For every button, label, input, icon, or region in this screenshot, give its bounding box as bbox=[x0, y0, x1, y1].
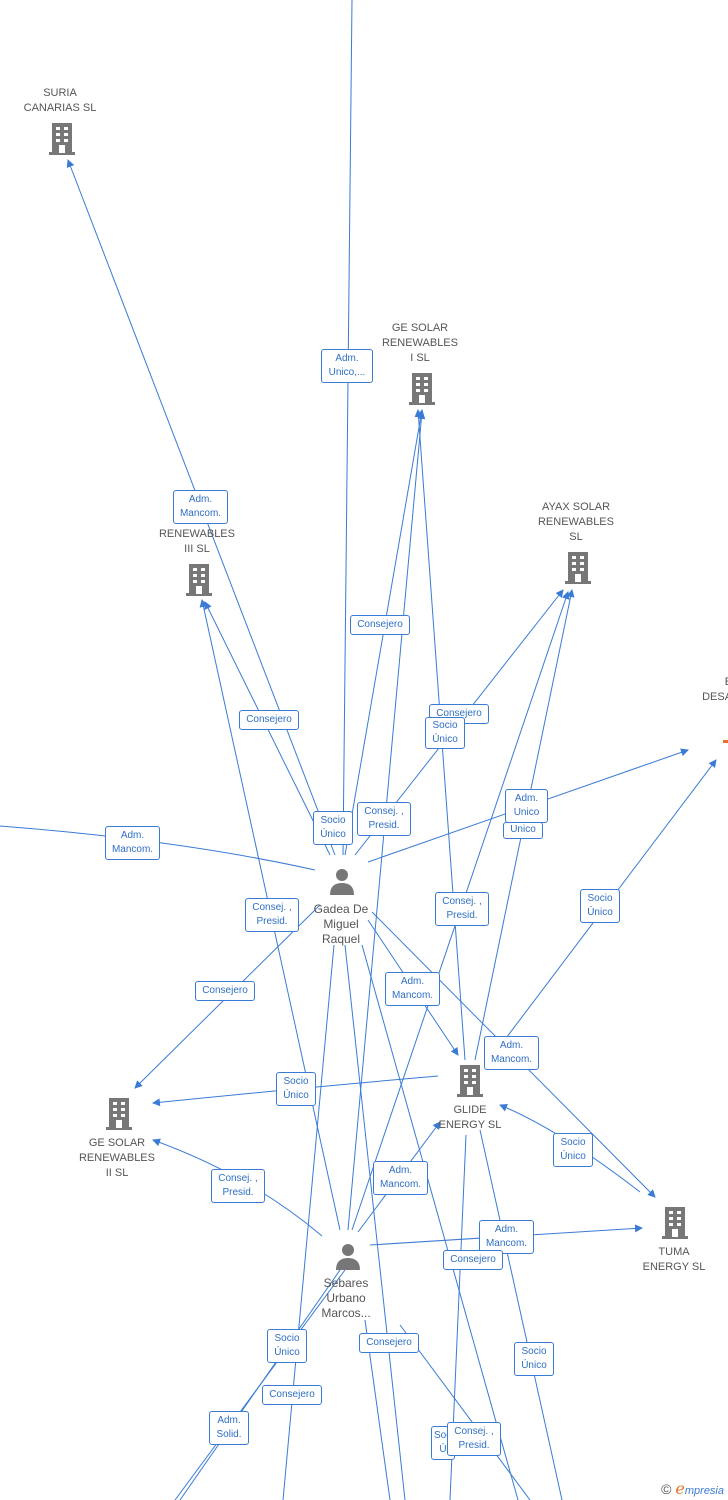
relation-label[interactable]: Consej. , Presid. bbox=[245, 898, 299, 932]
relation-label[interactable]: Adm. Mancom. bbox=[385, 972, 440, 1006]
company-label: SURIA CANARIAS SL bbox=[23, 87, 97, 114]
person-icon bbox=[330, 869, 354, 895]
relation-label[interactable]: Socio Único bbox=[553, 1133, 593, 1167]
relation-label[interactable]: Consejero bbox=[239, 710, 299, 730]
edge bbox=[479, 1129, 563, 1500]
building-icon bbox=[106, 1098, 132, 1130]
brand-initial: e bbox=[675, 1479, 685, 1498]
person-label: Sebares Urbano Marcos... bbox=[321, 1276, 371, 1320]
relation-label[interactable]: Socio Único bbox=[514, 1342, 554, 1376]
relation-label[interactable]: Socio Único bbox=[580, 889, 620, 923]
edge bbox=[282, 944, 335, 1500]
building-icon bbox=[457, 1065, 483, 1097]
company-label: GLIDE ENERGY SL bbox=[438, 1104, 502, 1131]
building-icon bbox=[409, 373, 435, 405]
relation-label[interactable]: Consej. , Presid. bbox=[447, 1422, 501, 1456]
person-icon bbox=[336, 1244, 360, 1270]
relation-label[interactable]: Consejero bbox=[443, 1250, 503, 1270]
company-label: AYAX SOLAR RENEWABLES SL bbox=[537, 501, 614, 543]
relation-label[interactable]: Adm. Mancom. bbox=[105, 826, 160, 860]
company-label: TUMA ENERGY SL bbox=[642, 1246, 706, 1273]
relation-label[interactable]: Consejero bbox=[350, 615, 410, 635]
relation-label[interactable]: Adm. Mancom. bbox=[373, 1161, 428, 1195]
relation-label[interactable]: Consejero bbox=[359, 1333, 419, 1353]
relation-label[interactable]: Adm. Mancom. bbox=[479, 1220, 534, 1254]
footer-brand: ©empresia bbox=[661, 1479, 724, 1498]
relation-label[interactable]: Consejero bbox=[262, 1385, 322, 1405]
company-label: GE SOLAR RENEWABLES II SL bbox=[78, 1137, 155, 1179]
company-label: GE SOLAR RENEWABLES I SL bbox=[381, 322, 458, 364]
relation-label[interactable]: Adm. Solid. bbox=[209, 1411, 249, 1445]
copyright-symbol: © bbox=[661, 1481, 672, 1497]
relation-label[interactable]: Adm. Mancom. bbox=[484, 1036, 539, 1070]
brand-name: mpresia bbox=[684, 1485, 724, 1497]
relation-label[interactable]: Adm. Unico bbox=[505, 789, 548, 823]
edge bbox=[174, 1269, 346, 1500]
building-icon bbox=[565, 552, 591, 584]
relation-label[interactable]: Consej. , Presid. bbox=[357, 802, 411, 836]
building-icon bbox=[723, 740, 728, 743]
person-label: Gadea De Miguel Raquel bbox=[313, 902, 369, 946]
relation-label[interactable]: Adm. Mancom. bbox=[173, 490, 228, 524]
relation-label[interactable]: Socio Único bbox=[313, 811, 353, 845]
relation-label[interactable]: Socio Único bbox=[267, 1329, 307, 1363]
company-label: G EN DESAR bbox=[702, 676, 728, 703]
edge bbox=[0, 825, 316, 871]
edge bbox=[399, 1324, 531, 1500]
edge bbox=[344, 944, 406, 1500]
edge bbox=[361, 944, 519, 1500]
company-label: RENEWABLES III SL bbox=[158, 528, 235, 555]
relation-label[interactable]: Socio Único bbox=[276, 1072, 316, 1106]
building-icon bbox=[49, 123, 75, 155]
building-icon bbox=[186, 564, 212, 596]
edge bbox=[342, 0, 353, 856]
relation-label[interactable]: Consejero bbox=[195, 981, 255, 1001]
relation-label[interactable]: Consej. , Presid. bbox=[211, 1169, 265, 1203]
relation-label[interactable]: Adm. Unico,... bbox=[321, 349, 373, 383]
building-icon bbox=[662, 1207, 688, 1239]
relation-label[interactable]: Unico bbox=[503, 822, 543, 839]
relation-label[interactable]: Consej. , Presid. bbox=[435, 892, 489, 926]
relation-label[interactable]: Socio Único bbox=[425, 717, 465, 749]
